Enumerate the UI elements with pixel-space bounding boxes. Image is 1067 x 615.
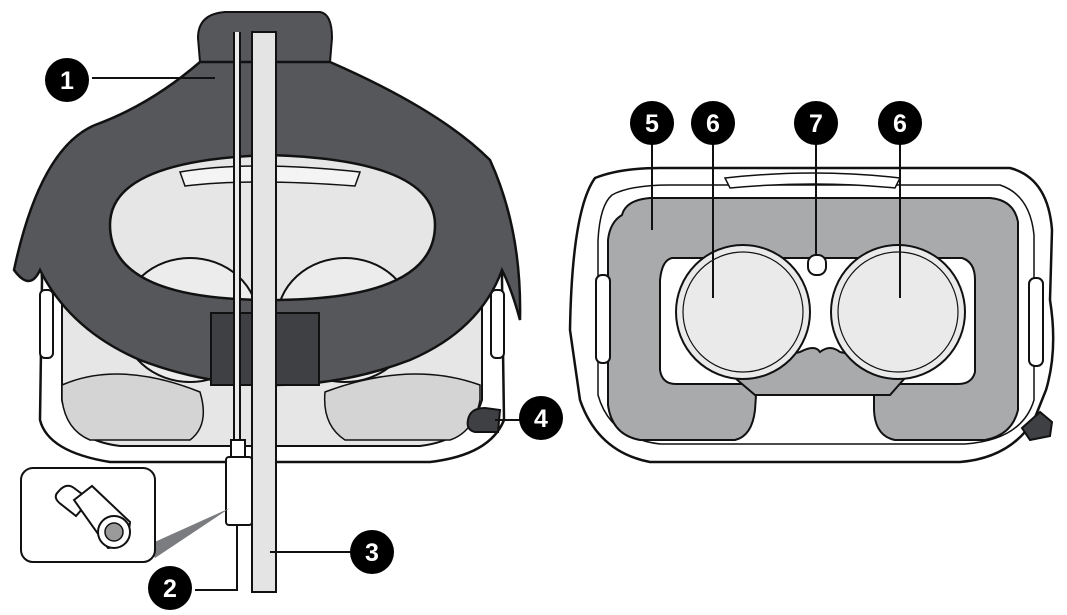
callout-3: 3 bbox=[350, 530, 394, 574]
side-tab-right bbox=[490, 289, 505, 359]
headset-front-view bbox=[568, 143, 1055, 464]
callout-4: 4 bbox=[519, 396, 563, 440]
lens-left-front bbox=[675, 244, 811, 380]
proximity-sensor bbox=[807, 254, 827, 276]
front-audio-knob bbox=[1020, 410, 1054, 442]
callout-3-label: 3 bbox=[365, 539, 379, 567]
callout-6-right-label: 6 bbox=[893, 110, 907, 138]
callout-2: 2 bbox=[148, 566, 192, 610]
callout-6-right: 6 bbox=[878, 101, 922, 145]
lens-right-front-inner bbox=[837, 251, 959, 373]
side-tab-left bbox=[39, 289, 54, 359]
main-cable bbox=[251, 31, 277, 593]
headset-rear-view bbox=[12, 11, 522, 593]
jack-zoom-inset bbox=[20, 467, 156, 563]
front-top-vent bbox=[723, 172, 902, 189]
cushion-pad-right bbox=[323, 373, 481, 441]
callout-1: 1 bbox=[45, 58, 89, 102]
cushion-pad-left bbox=[61, 373, 205, 441]
callout-1-label: 1 bbox=[60, 67, 74, 95]
callout-5-label: 5 bbox=[645, 110, 659, 138]
callout-5: 5 bbox=[630, 101, 674, 145]
audio-jack bbox=[225, 456, 253, 526]
callout-7: 7 bbox=[794, 101, 838, 145]
lens-right-front bbox=[830, 244, 966, 380]
callout-7-label: 7 bbox=[809, 110, 823, 138]
callout-4-label: 4 bbox=[534, 405, 548, 433]
audio-jack-collar bbox=[230, 439, 246, 459]
zoom-pointer bbox=[148, 508, 230, 558]
leader-2 bbox=[195, 525, 238, 591]
zoom-jack-socket-inner bbox=[104, 522, 124, 542]
callout-6-left-label: 6 bbox=[706, 110, 720, 138]
callout-2-label: 2 bbox=[163, 575, 177, 603]
callout-6-left: 6 bbox=[691, 101, 735, 145]
side-tab-front-right bbox=[1028, 277, 1044, 367]
lens-left-front-inner bbox=[682, 251, 804, 373]
side-tab-front-left bbox=[595, 274, 611, 364]
